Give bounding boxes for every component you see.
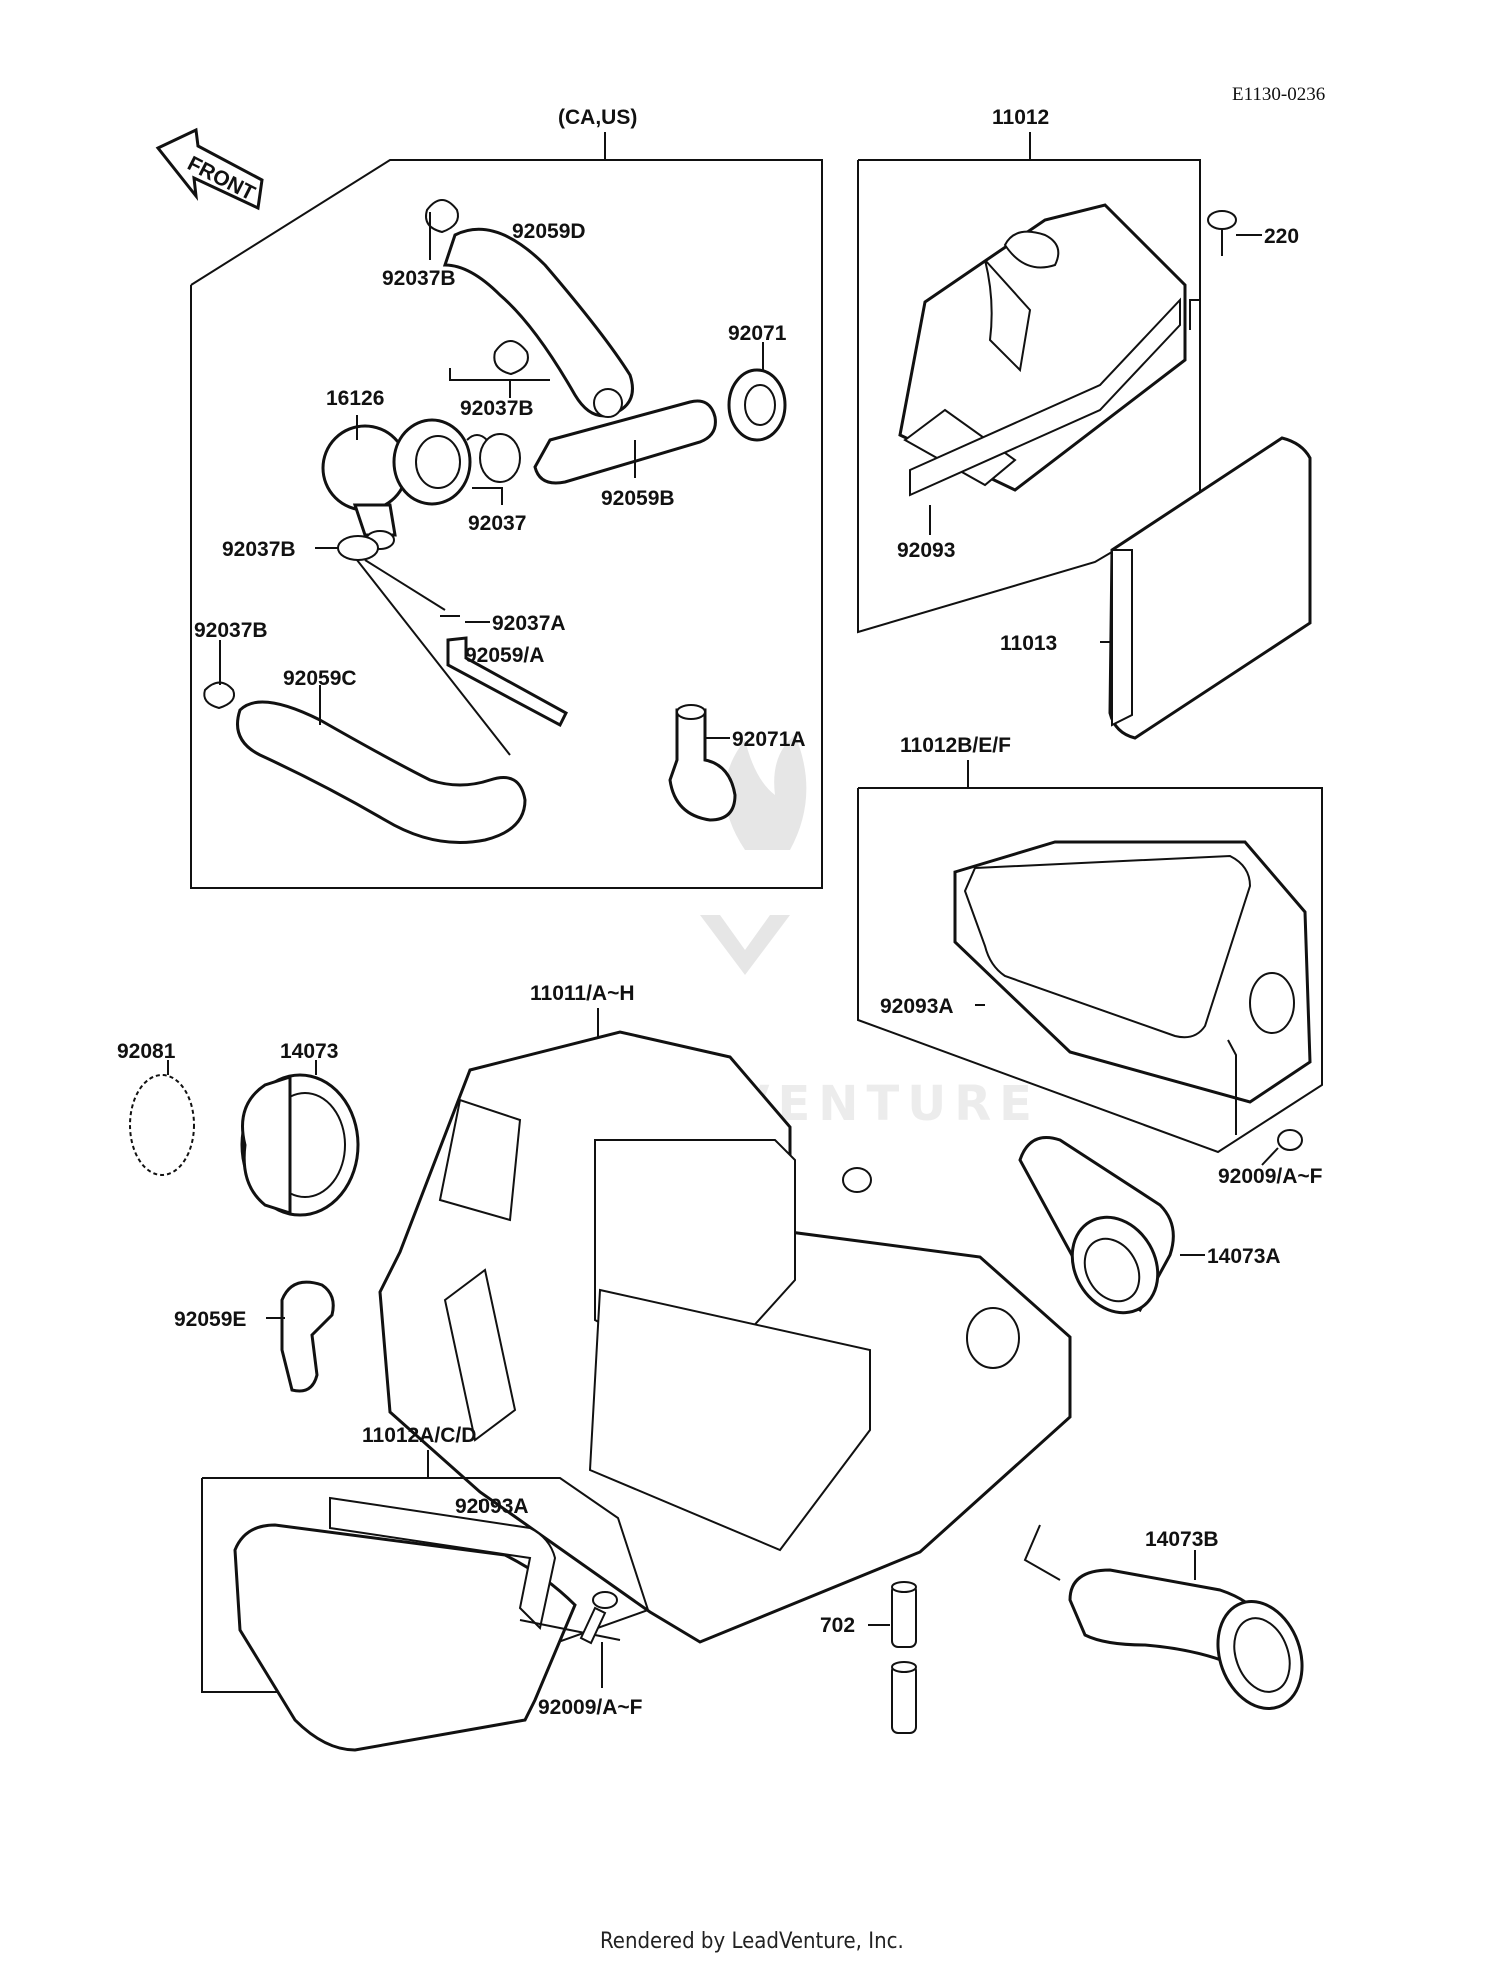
ca-us-label: (CA,US) [558, 106, 637, 129]
diagram-code: E1130-0236 [1232, 84, 1325, 105]
label-702: 702 [820, 1614, 855, 1637]
front-arrow: FRONT [155, 127, 264, 211]
housing-11011-label: 11011/A~H [530, 982, 635, 1005]
label-92071A: 92071A [732, 728, 806, 751]
pin-702 [891, 1581, 917, 1734]
label-14073A: 14073A [1207, 1245, 1281, 1268]
duct-14073B [1068, 1568, 1304, 1710]
funnel-14073 [240, 1073, 360, 1217]
label-92009-left: 92009/A~F [538, 1696, 643, 1719]
label-92009-right: 92009/A~F [1218, 1165, 1323, 1188]
label-92093A-left: 92093A [455, 1495, 529, 1518]
group-11012bef: 11012B/E/F [857, 734, 1323, 1166]
label-92093: 92093 [897, 539, 955, 562]
label-11013: 11013 [1000, 632, 1057, 655]
ring-92037 [479, 433, 521, 483]
gasket-92093A-right [963, 854, 1252, 1039]
label-14073: 14073 [280, 1040, 338, 1063]
label-92081: 92081 [117, 1040, 176, 1063]
label-220: 220 [1264, 225, 1299, 248]
gasket-92093A-left [329, 1496, 557, 1631]
label-92071: 92071 [728, 322, 787, 345]
clamp-92037B-mid [493, 340, 529, 376]
label-92093A-right: 92093A [880, 995, 954, 1018]
part-labels: 92059D 92037B 92071 16126 92037B 92037 9… [117, 220, 1323, 1719]
label-92059E: 92059E [174, 1308, 246, 1331]
duct-14073A [1018, 1136, 1175, 1315]
clamp-92037B-top [425, 199, 459, 234]
hose-92059D [442, 227, 634, 418]
elbow-92059E [280, 1280, 335, 1393]
clamp-92037B-left [337, 535, 379, 561]
footer-credit: Rendered by LeadVenture, Inc. [600, 1929, 904, 1954]
screw-92009-left [592, 1591, 618, 1609]
label-92059A: 92059/A [465, 644, 544, 667]
label-92037B-low: 92037B [194, 619, 268, 642]
group-11012acd: 11012A/C/D [201, 1424, 650, 1752]
housing-11011: 11011/A~H [378, 982, 1072, 1644]
hose-92059C [236, 700, 527, 844]
label-92037B-left: 92037B [222, 538, 296, 561]
label-92037B-mid: 92037B [460, 397, 534, 420]
clamp-92037B-low [203, 681, 235, 710]
screw-92009-right [1277, 1129, 1303, 1151]
assy-11012acd-label: 11012A/C/D [362, 1424, 476, 1447]
label-92059B: 92059B [601, 487, 675, 510]
gasket-92093 [909, 297, 1181, 497]
label-92037B-top: 92037B [382, 267, 456, 290]
label-92059C: 92059C [283, 667, 357, 690]
tube-92059A [446, 636, 568, 728]
tube-92059B [533, 399, 717, 485]
label-92037: 92037 [468, 512, 526, 535]
filter-11013 [1108, 436, 1312, 740]
elbow-92071A [668, 708, 737, 822]
label-14073B: 14073B [1145, 1528, 1219, 1551]
ring-92081 [129, 1074, 195, 1176]
group-11012: 11012 [857, 106, 1312, 740]
label-92037A: 92037A [492, 612, 566, 635]
screw-220 [1207, 210, 1237, 230]
label-92059D: 92059D [512, 220, 586, 243]
cover-11012acd [233, 1523, 577, 1752]
ca-us-group: (CA,US) [190, 106, 823, 889]
valve-16126 [321, 418, 472, 550]
label-16126: 16126 [326, 387, 384, 410]
assy-11012-label: 11012 [992, 106, 1049, 129]
assy-11012bef-label: 11012B/E/F [900, 734, 1011, 757]
